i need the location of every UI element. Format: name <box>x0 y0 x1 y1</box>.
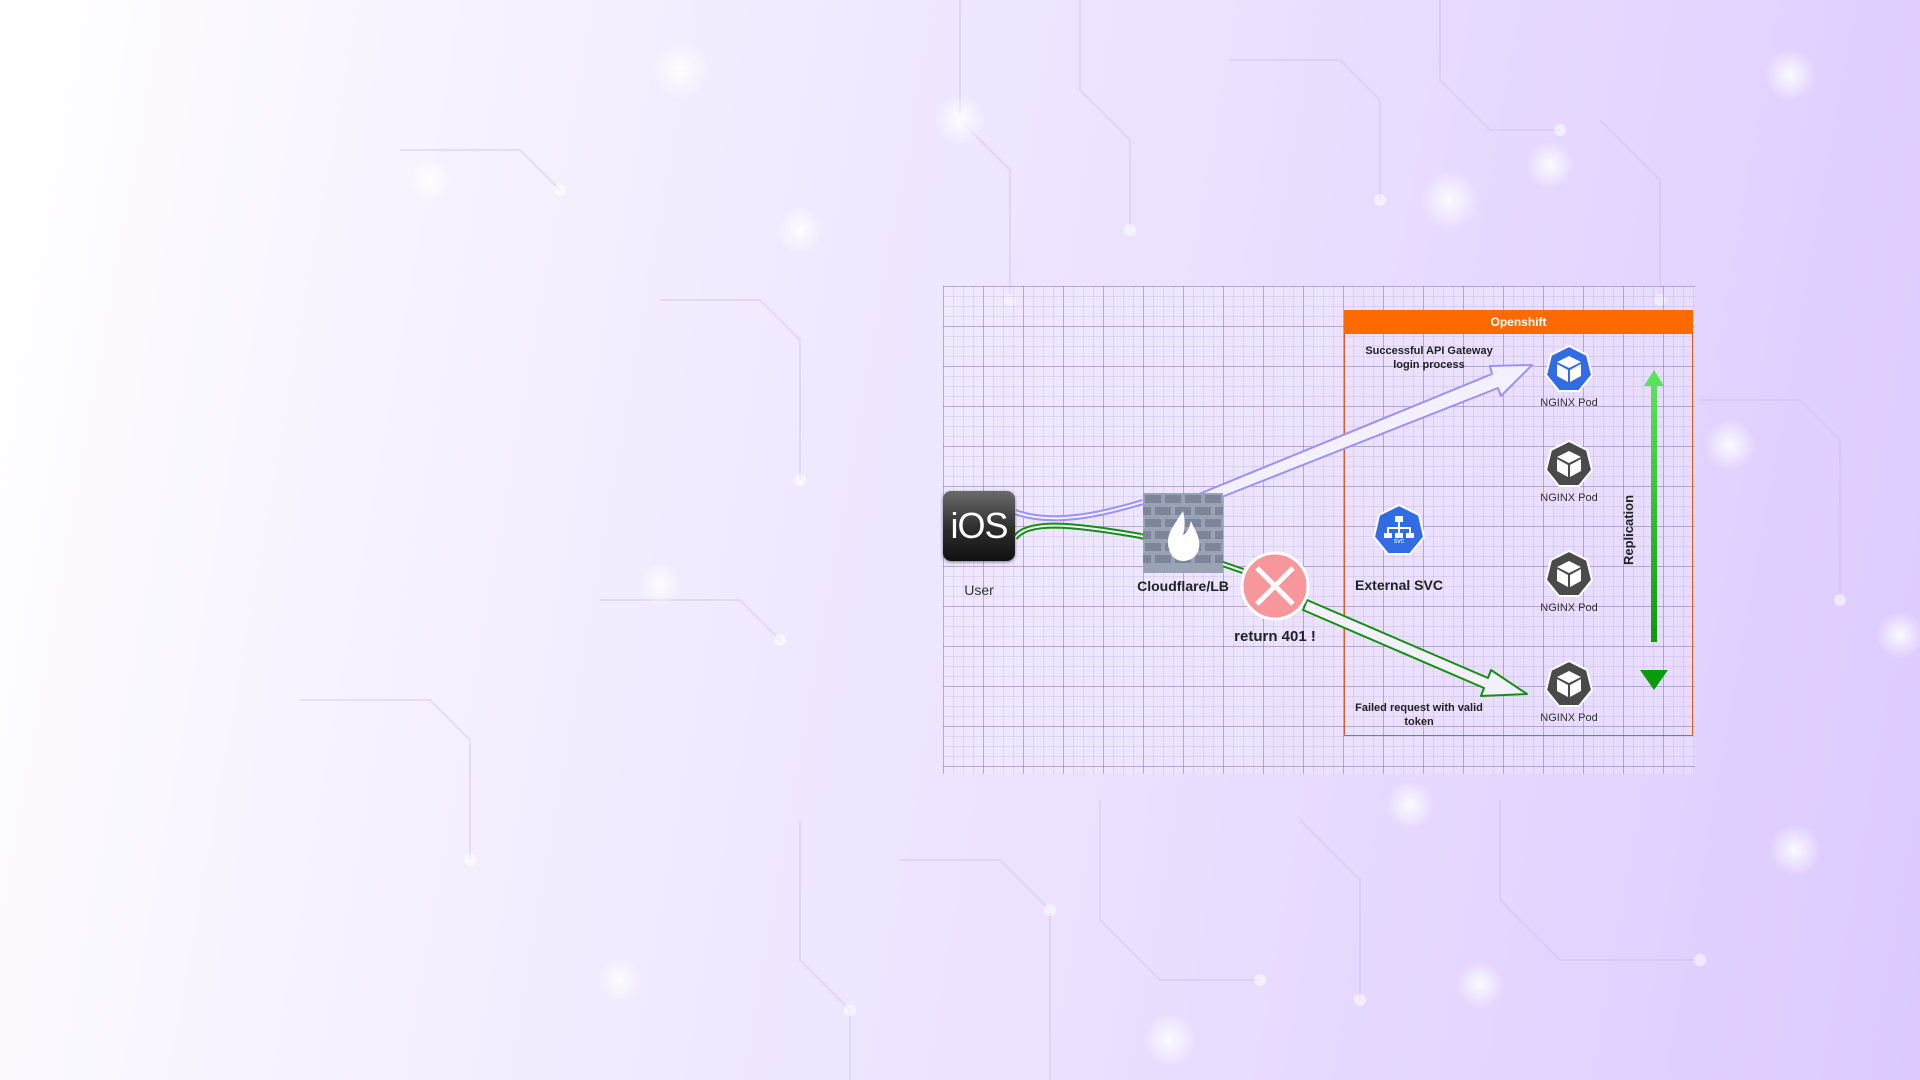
pod-icon-1 <box>1544 344 1594 392</box>
pod-label-4: NGINX Pod <box>1540 712 1598 724</box>
flame-icon <box>1167 511 1200 561</box>
ios-logo-text: iOS <box>950 505 1008 546</box>
service-label: External SVC <box>1355 577 1443 593</box>
replication-label: Replication <box>1621 494 1636 566</box>
openshift-title: Openshift <box>1344 310 1693 334</box>
service-icon <box>1372 503 1426 555</box>
error-x-icon <box>1240 551 1310 621</box>
firewall-label: Cloudflare/LB <box>1137 578 1229 594</box>
success-note-line-2: login process <box>1393 359 1465 371</box>
pod-label-1: NGINX Pod <box>1540 397 1598 409</box>
success-note-line-1: Successful API Gateway <box>1365 345 1493 357</box>
ios-logo: iOS <box>943 491 1015 561</box>
success-note: Successful API Gateway login process <box>1349 344 1509 372</box>
pod-icon-4 <box>1544 659 1594 707</box>
service-icon-text: svc <box>1393 538 1405 545</box>
replication-arrow <box>1640 370 1668 690</box>
architecture-diagram: Openshift iOS User <box>943 286 1695 774</box>
failed-note-line-2: token <box>1404 716 1434 728</box>
user-label: User <box>964 582 994 598</box>
failed-flow-arrow <box>1302 599 1528 697</box>
pod-icon-2 <box>1544 439 1594 487</box>
pod-icon-3 <box>1544 549 1594 597</box>
firewall-icon <box>1143 493 1223 573</box>
pod-label-2: NGINX Pod <box>1540 492 1598 504</box>
diagram-connectors <box>1012 364 1668 697</box>
failed-note-line-1: Failed request with valid <box>1355 702 1483 714</box>
success-flow-arrow <box>1198 364 1533 505</box>
error-label: return 401 ! <box>1234 628 1316 645</box>
failed-note: Failed request with valid token <box>1339 701 1499 729</box>
pod-label-3: NGINX Pod <box>1540 602 1598 614</box>
